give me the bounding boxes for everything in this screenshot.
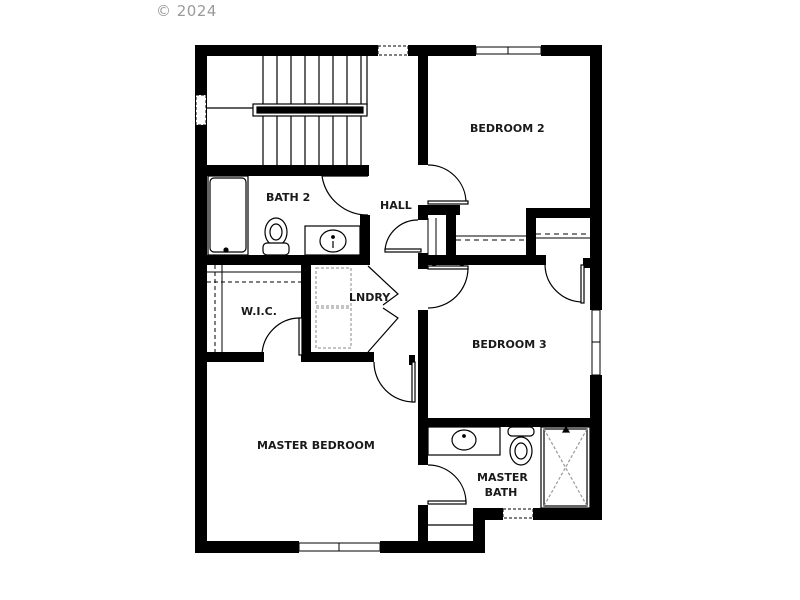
- room-label-bedroom-2: BEDROOM 2: [470, 122, 545, 135]
- walls: [195, 45, 602, 553]
- room-label-lndry: LNDRY: [349, 291, 391, 304]
- window-masterbath: [502, 508, 534, 519]
- room-label-bedroom-3: BEDROOM 3: [472, 338, 547, 351]
- wall-masterbath-west-lower: [418, 505, 428, 550]
- wall-closet-top-right: [526, 208, 592, 218]
- closet-shelves: [207, 218, 590, 352]
- wall-wic-south-right: [301, 352, 374, 362]
- wall-stair-south: [207, 165, 369, 176]
- wall-wic-south-left: [207, 352, 264, 362]
- wall-closet-divider-2: [526, 213, 536, 263]
- wall-bath2-south: [207, 255, 370, 265]
- wall-north-mid: [408, 45, 476, 56]
- wall-hall-jamb-1: [418, 205, 428, 220]
- wall-closet-top-left: [418, 205, 460, 215]
- wall-east-lower: [590, 375, 602, 520]
- room-label-master-bath: MASTER BATH: [477, 470, 528, 500]
- wall-north-left: [195, 45, 378, 56]
- wall-closet-stub: [583, 258, 592, 268]
- wall-bath-south: [533, 508, 602, 520]
- room-label-hall: HALL: [380, 199, 412, 212]
- copyright-notice: © 2024: [156, 2, 217, 20]
- wall-bath-jog-h: [473, 508, 503, 520]
- wall-bedroom3-west: [418, 310, 428, 465]
- wall-lndry-jamb: [409, 355, 415, 365]
- stairs: [207, 56, 368, 165]
- wall-bath2-east: [360, 215, 370, 263]
- room-label-bath-2: BATH 2: [266, 191, 311, 204]
- master-bath-line-2: BATH: [484, 486, 518, 499]
- wall-west: [195, 45, 207, 553]
- windows: [195, 45, 601, 552]
- wall-hall-jamb-2: [418, 253, 428, 269]
- window-north-hall: [377, 45, 409, 56]
- wall-closet-divider-1: [446, 213, 456, 263]
- master-bath-line-1: MASTER: [477, 471, 528, 484]
- window-stair: [195, 94, 207, 126]
- wall-closet-bottom: [418, 255, 546, 265]
- wall-south-right: [380, 541, 485, 553]
- wall-east-upper: [590, 45, 602, 310]
- wall-bedroom2-west: [418, 56, 428, 165]
- masterbath-fixtures: [427, 425, 591, 526]
- wall-masterbath-north: [418, 418, 602, 427]
- room-label-wic: W.I.C.: [241, 305, 277, 318]
- room-label-master-bedroom: MASTER BEDROOM: [257, 439, 375, 452]
- wall-south-left: [195, 541, 299, 553]
- doors: [261, 164, 585, 505]
- bath2-fixtures: [207, 175, 361, 256]
- wall-wic-lndry: [301, 262, 311, 362]
- wall-north-right: [541, 45, 602, 56]
